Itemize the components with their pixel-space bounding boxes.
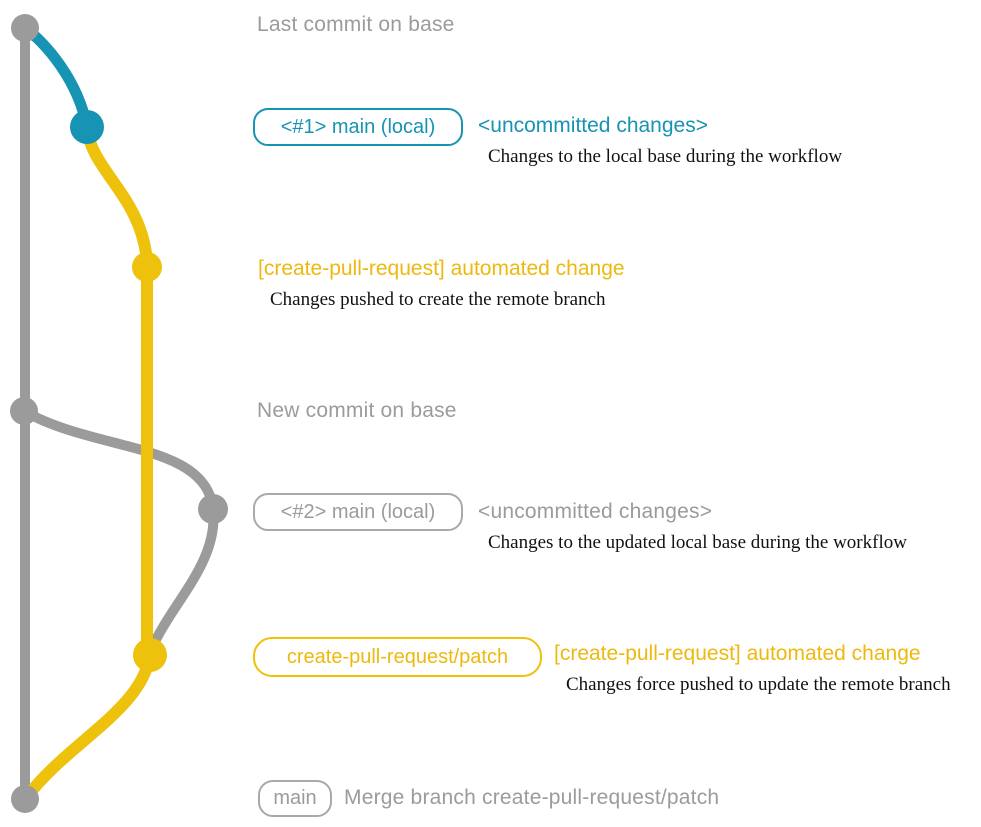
branch-tag-main-local-2: <#2> main (local) xyxy=(253,493,463,531)
commit-node-last-commit-on-base xyxy=(11,14,39,42)
automated-change-1-title: [create-pull-request] automated change xyxy=(258,257,625,280)
commit-node-merge-commit xyxy=(11,785,39,813)
patch-to-merge-edge xyxy=(20,649,156,804)
uncommitted-changes-2-caption: Changes to the updated local base during… xyxy=(488,532,907,553)
main2-to-patch-edge xyxy=(146,504,219,655)
automated-change-1-caption: Changes pushed to create the remote bran… xyxy=(270,289,606,310)
main1-to-patch-edge xyxy=(81,121,153,268)
commit-node-uncommitted-changes-1 xyxy=(70,110,104,144)
uncommitted-changes-1-title: <uncommitted changes> xyxy=(478,114,708,137)
commit-node-new-commit-on-base xyxy=(10,397,38,425)
last-commit-on-base-label: Last commit on base xyxy=(257,13,455,36)
new-commit-on-base-label: New commit on base xyxy=(257,399,457,422)
commit-node-automated-change-1 xyxy=(132,252,162,282)
branch-tag-create-pull-request-patch: create-pull-request/patch xyxy=(253,637,542,677)
uncommitted-changes-2-title: <uncommitted changes> xyxy=(478,500,713,523)
branch-tag-main: main xyxy=(258,780,332,817)
merge-commit-title: Merge branch create-pull-request/patch xyxy=(344,786,720,809)
base-to-main1-edge xyxy=(19,22,93,133)
base-to-main2-edge xyxy=(19,406,218,514)
uncommitted-changes-1-caption: Changes to the local base during the wor… xyxy=(488,146,843,167)
commit-node-uncommitted-changes-2 xyxy=(198,494,228,524)
commit-node-automated-change-2 xyxy=(133,638,167,672)
branch-tag-main-local-1: <#1> main (local) xyxy=(253,108,463,146)
automated-change-2-caption: Changes force pushed to update the remot… xyxy=(566,674,951,695)
automated-change-2-title: [create-pull-request] automated change xyxy=(554,642,921,665)
